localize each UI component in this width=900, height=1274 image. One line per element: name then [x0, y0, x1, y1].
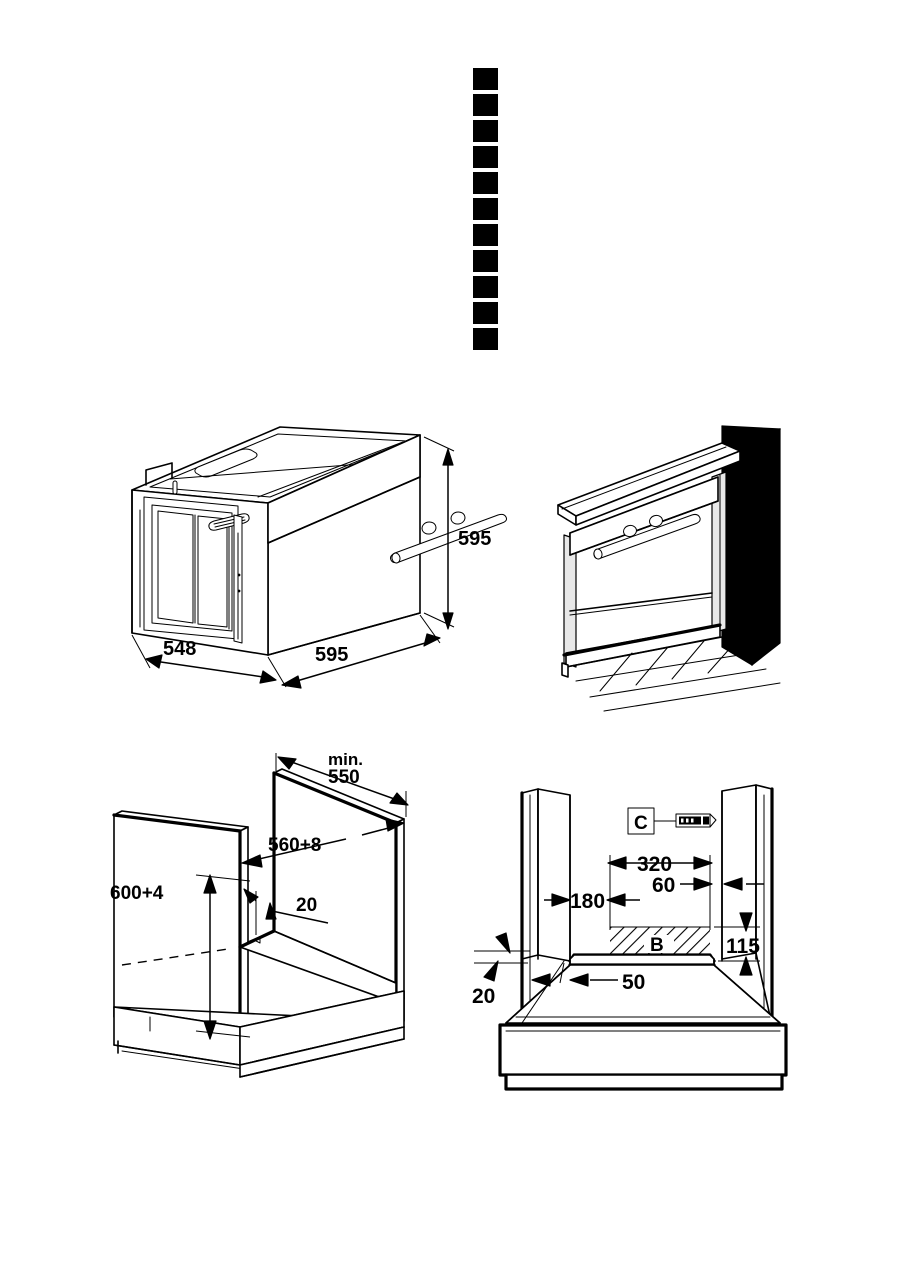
- marker-square: [473, 250, 498, 272]
- dim-label-550-depth: 550: [328, 767, 360, 788]
- dim-label-595-height: 595: [458, 528, 491, 550]
- marker-square: [473, 276, 498, 298]
- marker-square: [473, 172, 498, 194]
- dim-label-50: 50: [622, 971, 645, 994]
- dim-label-115: 115: [726, 935, 760, 958]
- callout-label-b: B: [650, 935, 664, 956]
- marker-square: [473, 328, 498, 350]
- marker-square: [473, 146, 498, 168]
- callout-c-box: [627, 807, 655, 835]
- dim-label-560plus8-width: 560+8: [268, 835, 321, 856]
- marker-square: [473, 302, 498, 324]
- callout-label-c: C: [634, 813, 648, 834]
- dim-label-180: 180: [570, 890, 605, 913]
- dim-label-548-depth: 548: [163, 638, 196, 660]
- dim-label-min-prefix: min.: [328, 750, 363, 769]
- marker-square: [473, 120, 498, 142]
- fig-oven-installed: [557, 425, 781, 712]
- dim-label-320: 320: [637, 853, 672, 876]
- dim-label-595-width: 595: [315, 644, 348, 666]
- dim-label-20-section: 20: [472, 985, 495, 1008]
- marker-square: [473, 198, 498, 220]
- marker-square: [473, 94, 498, 116]
- dim-label-600plus4-height: 600+4: [110, 883, 164, 904]
- dim-label-60: 60: [652, 874, 675, 897]
- fig-oven-isometric: 595 548 595: [131, 426, 507, 689]
- marker-square: [473, 224, 498, 246]
- dim-label-20-shelf: 20: [296, 895, 317, 916]
- fig-cabinet-section: B C: [472, 784, 788, 1091]
- marker-square: [473, 68, 498, 90]
- page-edge-marker-squares: [473, 68, 499, 354]
- fig-cabinet-cutout: min. 550 560+8 600+4 20: [110, 750, 409, 1078]
